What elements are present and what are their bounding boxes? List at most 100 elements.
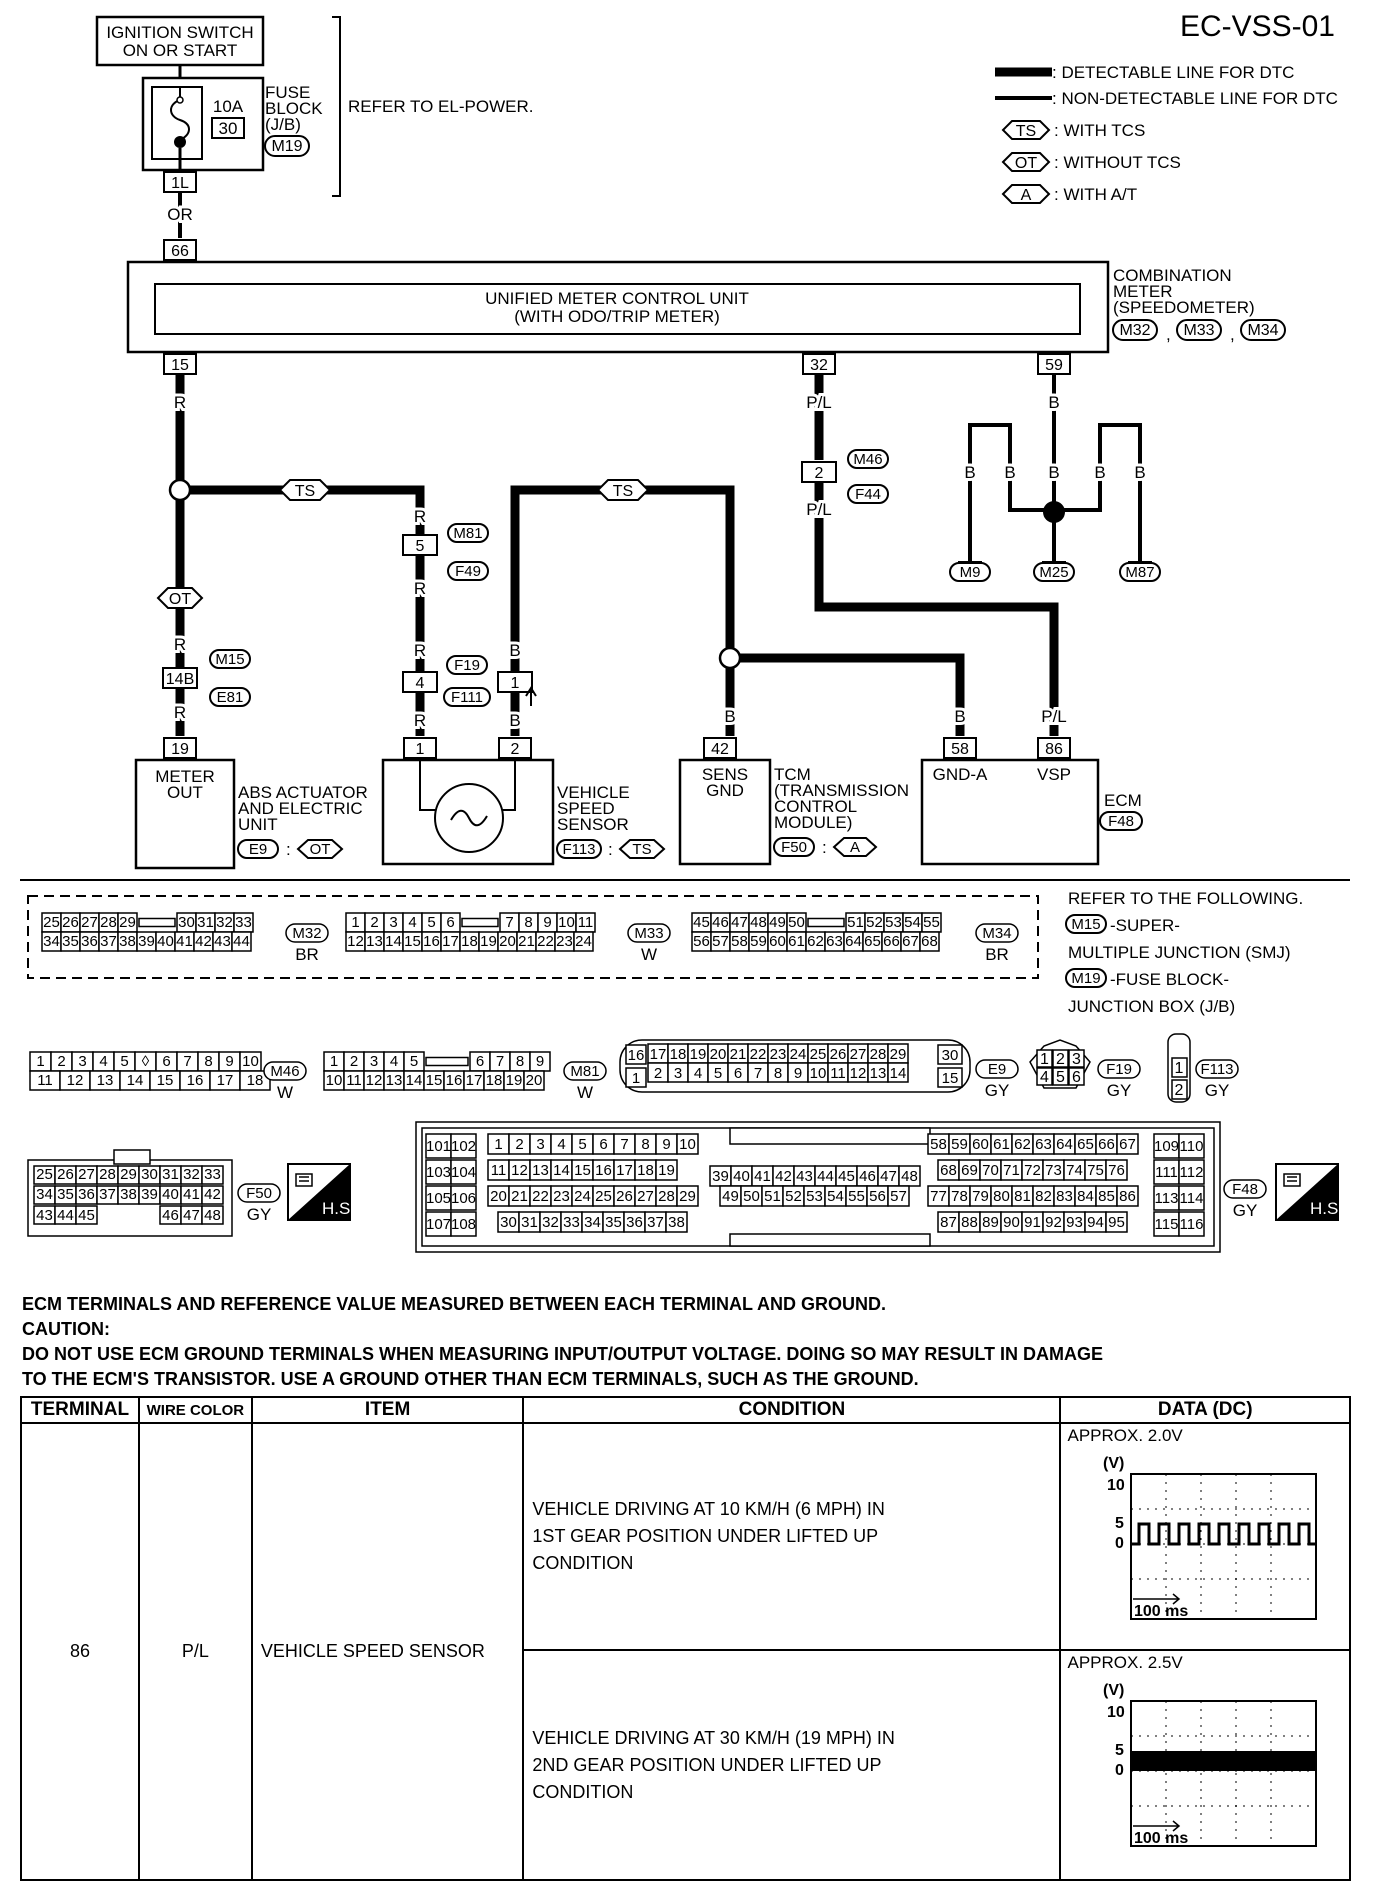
pin-label: 6 bbox=[599, 1136, 607, 1153]
pin-label: 64 bbox=[1056, 1136, 1073, 1153]
vehicle-speed-sensor: 1 2 VEHICLE SPEED SENSOR F113 : TS bbox=[381, 737, 666, 866]
connector-color: GY bbox=[1205, 1081, 1230, 1100]
pin-label: 115 bbox=[1155, 1216, 1179, 1233]
pin-label: 34 bbox=[584, 1214, 601, 1231]
pin-label: 23 bbox=[770, 1046, 787, 1063]
pin-label: 27 bbox=[637, 1188, 654, 1205]
connector-id-tag bbox=[263, 1061, 307, 1081]
splice-point bbox=[718, 646, 742, 670]
svg-text:MULTIPLE JUNCTION (SMJ): MULTIPLE JUNCTION (SMJ) bbox=[1068, 943, 1291, 962]
abs-actuator: 19 METER OUT ABS ACTUATOR AND ELECTRIC U… bbox=[134, 737, 368, 870]
pin-label: 17 bbox=[466, 1072, 483, 1089]
connector-id: F19 bbox=[1106, 1061, 1132, 1078]
pin-label: 57 bbox=[712, 933, 729, 950]
svg-text:METER: METER bbox=[155, 767, 215, 786]
pin-label: 3 bbox=[536, 1136, 544, 1153]
pin-label: 10 bbox=[679, 1136, 696, 1153]
pin-label: 10 bbox=[242, 1053, 259, 1070]
svg-text:M19: M19 bbox=[1071, 970, 1100, 987]
pin-label: 64 bbox=[845, 933, 862, 950]
svg-text:19: 19 bbox=[171, 741, 189, 758]
svg-text:4: 4 bbox=[416, 675, 425, 692]
connector-id: F113 bbox=[1200, 1061, 1233, 1078]
pin-label: 40 bbox=[733, 1168, 750, 1185]
notes-line-3: DO NOT USE ECM GROUND TERMINALS WHEN MEA… bbox=[22, 1344, 1104, 1364]
pin-label: 26 bbox=[616, 1188, 633, 1205]
pin-label: 6 bbox=[476, 1053, 484, 1070]
pin-label: 54 bbox=[904, 914, 921, 931]
pin-label: 82 bbox=[1035, 1188, 1052, 1205]
svg-text:REFER TO THE FOLLOWING.: REFER TO THE FOLLOWING. bbox=[1068, 889, 1303, 908]
svg-text:B: B bbox=[964, 463, 975, 482]
pin-label: 2 bbox=[370, 914, 378, 931]
pin-label: 25 bbox=[43, 914, 60, 931]
pin-label: 51 bbox=[764, 1188, 781, 1205]
pin-label: 71 bbox=[1003, 1162, 1020, 1179]
pin-label: 101 bbox=[426, 1138, 451, 1155]
pin-cell bbox=[573, 931, 594, 952]
connector-key bbox=[729, 1233, 931, 1247]
pin-label: 2 bbox=[57, 1053, 65, 1070]
svg-text:F113: F113 bbox=[562, 841, 595, 858]
pin-label: 13 bbox=[366, 933, 383, 950]
svg-text:58: 58 bbox=[951, 741, 969, 758]
pin-label: 2 bbox=[515, 1136, 523, 1153]
ecm-notes: ECM TERMINALS AND REFERENCE VALUE MEASUR… bbox=[22, 1292, 1352, 1392]
pin-label: 5 bbox=[714, 1065, 722, 1082]
pin-cell bbox=[201, 1165, 224, 1185]
pin-label: 74 bbox=[1066, 1162, 1083, 1179]
connector-id-tag bbox=[627, 923, 671, 943]
pin-label: 30 bbox=[178, 914, 195, 931]
svg-text:F49: F49 bbox=[455, 563, 481, 580]
pin-label: 61 bbox=[993, 1136, 1010, 1153]
pin-label: 15 bbox=[942, 1070, 959, 1087]
svg-text:F44: F44 bbox=[855, 486, 881, 503]
splice-point bbox=[168, 478, 192, 502]
svg-text:B: B bbox=[509, 641, 520, 660]
fuse-block: 10A 30 FUSE BLOCK (J/B) M19 bbox=[141, 76, 323, 172]
pin-label: 21 bbox=[730, 1046, 747, 1063]
arrow-up-icon bbox=[525, 686, 537, 706]
connector-id: F48 bbox=[1232, 1181, 1258, 1198]
svg-text:VEHICLE: VEHICLE bbox=[557, 783, 630, 802]
pin-label: 111 bbox=[1155, 1164, 1178, 1181]
svg-text:10: 10 bbox=[1107, 1704, 1125, 1721]
legend-ot-tag: OT bbox=[1015, 155, 1037, 172]
pin-label: 9 bbox=[225, 1053, 233, 1070]
pin-label: 2 bbox=[1175, 1082, 1184, 1099]
pin-label: 50 bbox=[743, 1188, 760, 1205]
key-slot bbox=[461, 917, 499, 928]
pin-label: 5 bbox=[578, 1136, 586, 1153]
pin-label: 15 bbox=[426, 1072, 443, 1089]
pin-label: 19 bbox=[690, 1046, 707, 1063]
pin-label: 33 bbox=[563, 1214, 580, 1231]
pin-label: 76 bbox=[1108, 1162, 1125, 1179]
pin-label: 65 bbox=[1077, 1136, 1094, 1153]
svg-text:OT: OT bbox=[310, 841, 331, 858]
pin-label: 93 bbox=[1066, 1214, 1083, 1231]
connector-key bbox=[729, 1127, 931, 1145]
pin-label: 67 bbox=[1119, 1136, 1136, 1153]
svg-text:B: B bbox=[509, 711, 520, 730]
pin-label: 41 bbox=[183, 1186, 200, 1203]
pin-label: 37 bbox=[99, 1186, 116, 1203]
table-header-row: TERMINAL WIRE COLOR ITEM CONDITION DATA … bbox=[20, 1396, 1351, 1424]
svg-text:M15: M15 bbox=[215, 651, 244, 668]
pin-label: 26 bbox=[57, 1166, 74, 1183]
pin-label: 41 bbox=[176, 933, 193, 950]
header-item: ITEM bbox=[250, 1396, 525, 1424]
page-title: EC-VSS-01 bbox=[1180, 10, 1335, 43]
pin-label: 61 bbox=[788, 933, 805, 950]
svg-text::: : bbox=[608, 840, 613, 859]
legend: : DETECTABLE LINE FOR DTC : NON-DETECTAB… bbox=[995, 63, 1338, 204]
pin-label: 38 bbox=[120, 1186, 137, 1203]
ground-m87: M87 bbox=[1125, 564, 1154, 581]
svg-text:SENSOR: SENSOR bbox=[557, 815, 629, 834]
refer-el-power: REFER TO EL-POWER. bbox=[348, 97, 533, 116]
svg-text:TCM: TCM bbox=[774, 765, 811, 784]
pin-label: 28 bbox=[100, 914, 117, 931]
pin-label: 15 bbox=[157, 1072, 174, 1089]
inline-connectors: 2 M46 F44 5 M81 F49 14B M15 E81 4 1 F19 … bbox=[162, 449, 889, 707]
pin-label: 11 bbox=[830, 1065, 846, 1082]
pin-label: 7 bbox=[496, 1053, 504, 1070]
